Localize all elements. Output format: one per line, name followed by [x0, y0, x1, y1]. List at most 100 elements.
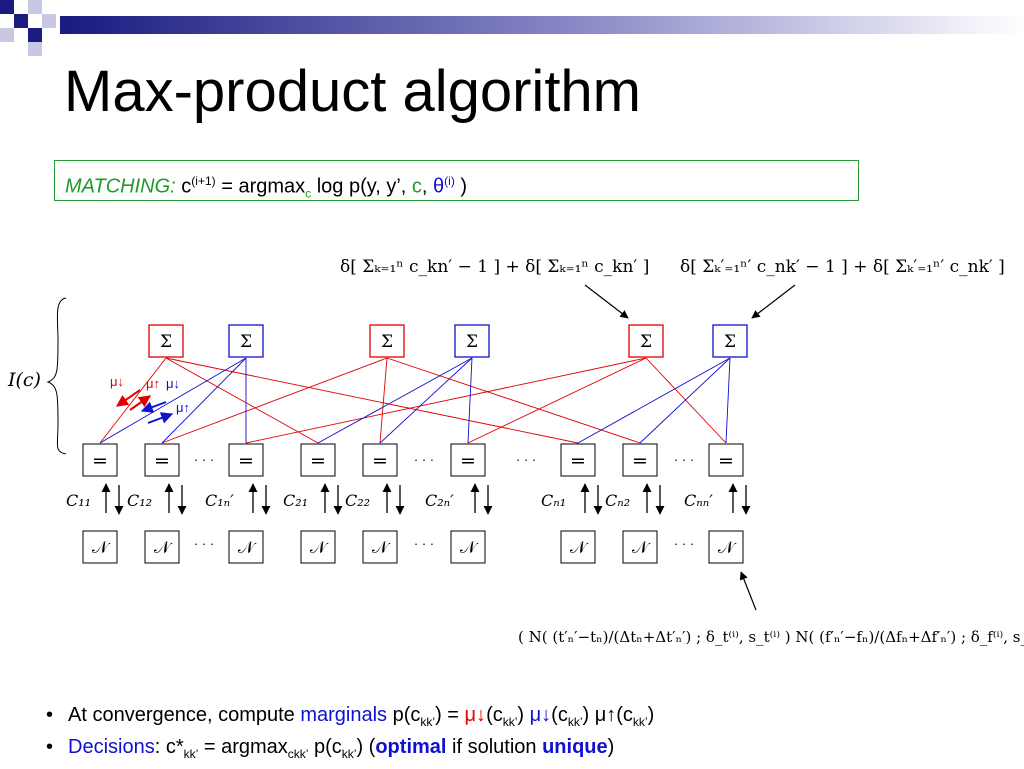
bullet-list: •At convergence, compute marginals p(ckk…: [46, 700, 654, 764]
msg-label-3: μ↓: [166, 376, 180, 391]
formula-arrow-right: [751, 284, 796, 319]
formula-top-right: δ[ Σₖ′₌₁ⁿ′ c_nk′ − 1 ] + δ[ Σₖ′₌₁ⁿ′ c_nk…: [680, 257, 1005, 277]
matching-close: ): [454, 175, 468, 198]
matching-box: MATCHING: c(i+1) = argmaxc log p(y, y’, …: [54, 160, 859, 201]
b2-mid: if solution: [446, 736, 543, 758]
variable-arrows: [101, 483, 751, 515]
c-label-12: C₁₂: [127, 491, 152, 510]
c-label-22: C₂₂: [345, 491, 370, 510]
ic-brace: [46, 297, 67, 455]
title-decoration: [0, 0, 1024, 56]
matching-theta-sup: (i): [444, 174, 455, 188]
sigma-node-6: Σ: [724, 332, 736, 352]
b1-mu-down-blue: μ↓: [529, 704, 552, 726]
b2-end: ): [607, 736, 615, 758]
matching-comma: ,: [421, 175, 434, 198]
msg-label-1: μ↓: [110, 374, 124, 389]
eq-node-1: =: [92, 450, 108, 472]
eq-node-6: =: [460, 450, 476, 472]
red-edges: [99, 357, 727, 444]
eq-node-9: =: [718, 450, 734, 472]
b1-mid2: ): [517, 704, 530, 726]
n-node-3: 𝒩: [238, 538, 257, 558]
n-node-5: 𝒩: [372, 538, 391, 558]
dots-n-3: · · ·: [674, 536, 694, 551]
blue-edges: [99, 357, 731, 444]
c-label-1n: C₁ₙ′: [205, 491, 234, 510]
sigma-nodes: [148, 324, 748, 358]
c-label-n1: Cₙ₁: [541, 491, 566, 510]
n-node-7: 𝒩: [570, 538, 589, 558]
b2-sub1: kk’: [183, 747, 199, 761]
b2-p: p(c: [308, 736, 342, 758]
b1-sub2: kk’: [502, 715, 518, 729]
matching-c: c: [181, 175, 192, 198]
b2-optimal: optimal: [375, 736, 447, 758]
sigma-node-5: Σ: [640, 332, 652, 352]
ic-label: I(c): [7, 369, 41, 391]
b2-decisions: Decisions: [68, 736, 155, 758]
b1-marginals: marginals: [300, 704, 388, 726]
matching-theta: θ: [433, 175, 445, 198]
b2-unique: unique: [542, 736, 608, 758]
matching-argmax-sub: c: [305, 186, 312, 201]
b2-eq: = argmax: [198, 736, 288, 758]
equality-nodes: [82, 443, 744, 477]
n-node-8: 𝒩: [632, 538, 651, 558]
sigma-node-2: Σ: [240, 332, 252, 352]
eq-node-2: =: [154, 450, 170, 472]
sigma-node-4: Σ: [466, 332, 478, 352]
normal-nodes: [82, 530, 744, 564]
msg-arrow-red-down: [116, 389, 141, 407]
msg-label-4: μ↑: [176, 400, 190, 415]
factor-graph: δ[ Σₖ₌₁ⁿ c_kn′ − 1 ] + δ[ Σₖ₌₁ⁿ c_kn′ ] …: [7, 257, 1024, 646]
msg-arrow-blue-up: [147, 412, 174, 424]
dots-eq-2: · · ·: [414, 452, 434, 467]
b1-p: p(c: [387, 704, 421, 726]
bullet-decisions: •Decisions: c*kk’ = argmaxckk’ p(ckk’) (…: [46, 736, 615, 761]
n-node-4: 𝒩: [310, 538, 329, 558]
dots-eq-4: · · ·: [674, 452, 694, 467]
b1-pre: At convergence, compute: [68, 704, 301, 726]
b1-sub3: kk’: [567, 715, 583, 729]
b2-sub3: kk’: [341, 747, 357, 761]
msg-arrow-blue-down: [140, 401, 167, 413]
slide-title: Max-product algorithm: [64, 59, 641, 124]
msg-label-2: μ↑: [146, 376, 160, 391]
n-node-9: 𝒩: [718, 538, 737, 558]
msg-arrow-red-up: [129, 395, 151, 411]
formula-top-left: δ[ Σₖ₌₁ⁿ c_kn′ − 1 ] + δ[ Σₖ₌₁ⁿ c_kn′ ]: [340, 257, 649, 277]
c-label-11: C₁₁: [66, 491, 91, 510]
eq-node-5: =: [372, 450, 388, 472]
b1-mu-down-red: μ↓: [464, 704, 487, 726]
dots-n-2: · · ·: [414, 536, 434, 551]
eq-node-3: =: [238, 450, 254, 472]
b1-eq: ) =: [435, 704, 465, 726]
b2-sub2: ckk’: [287, 747, 309, 761]
b2-close: ) (: [356, 736, 376, 758]
b2-colon: : c*: [154, 736, 184, 758]
matching-eq: = argmax: [221, 175, 306, 198]
bullet-convergence: •At convergence, compute marginals p(ckk…: [46, 704, 655, 729]
b1-mid1: (c: [486, 704, 503, 726]
eq-node-4: =: [310, 450, 326, 472]
n-node-6: 𝒩: [460, 538, 479, 558]
b1-end: ): [647, 704, 655, 726]
b1-sub1: kk’: [420, 715, 436, 729]
b1-sub4: kk’: [632, 715, 648, 729]
eq-node-7: =: [570, 450, 586, 472]
c-label-n2: Cₙ₂: [605, 491, 630, 510]
b1-mid3: (c: [551, 704, 568, 726]
formula-arrow-left: [584, 284, 629, 319]
matching-c-sup: (i+1): [191, 174, 216, 188]
dots-eq-3: · · ·: [516, 452, 536, 467]
sigma-node-3: Σ: [381, 332, 393, 352]
matching-c-green: c: [411, 175, 422, 198]
formula-bottom: ( N( (t′ₙ′−tₙ)/(Δtₙ+Δt′ₙ′) ; δ_t⁽ⁱ⁾, s_t…: [518, 628, 1024, 646]
formula-arrow-bottom: [739, 571, 757, 611]
n-node-2: 𝒩: [154, 538, 173, 558]
c-label-2n: C₂ₙ′: [425, 491, 454, 510]
n-node-1: 𝒩: [92, 538, 111, 558]
b1-mid4: ) μ↑(c: [582, 704, 633, 726]
matching-log: log p(y, y’,: [316, 175, 412, 198]
